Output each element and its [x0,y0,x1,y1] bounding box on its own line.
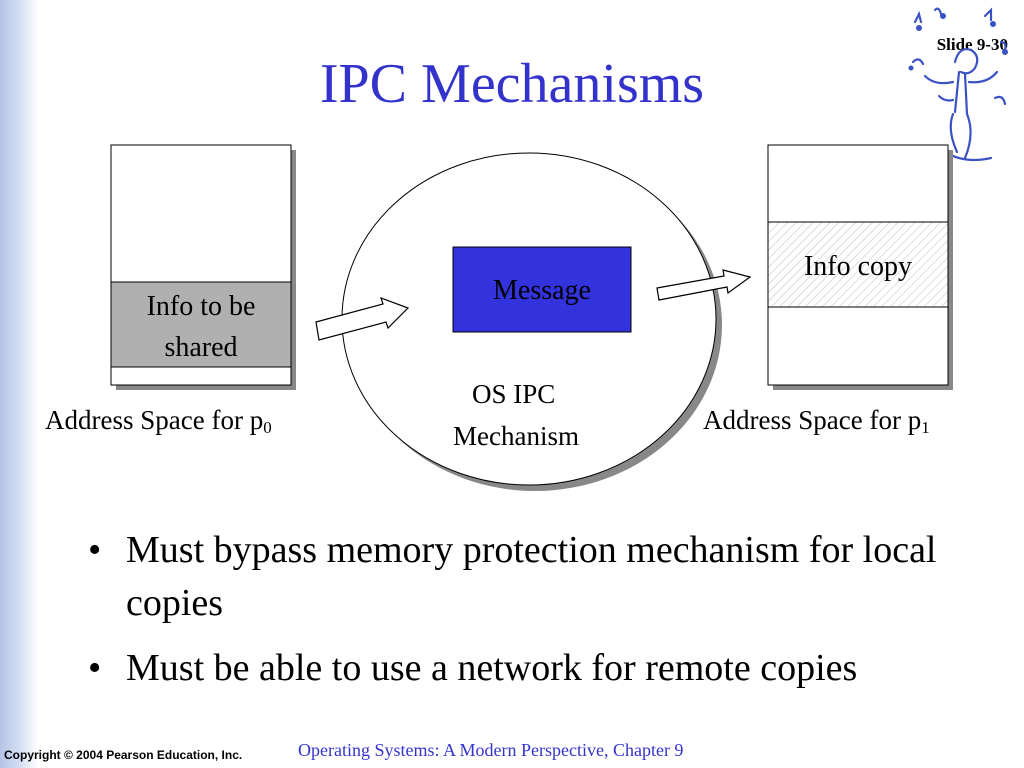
shared-info-region [110,281,292,368]
left-decorative-band [0,0,38,768]
left-address-space-box [110,144,296,390]
arrow-to-ipc-icon [315,297,410,341]
info-copy-label: Info copy [803,251,913,282]
address-space-p0-label: Address Space for p0 [45,405,272,437]
os-ipc-label-line1: OS IPC [472,379,556,409]
bullet-list: • Must bypass memory protection mechanis… [88,524,988,707]
os-ipc-label-line2: Mechanism [453,421,579,451]
mascot-illustration-icon [908,7,1008,162]
copyright-notice: Copyright © 2004 Pearson Education, Inc. [4,748,243,762]
shared-info-label: Info to be shared [146,291,256,363]
bullet-item: • Must be able to use a network for remo… [88,642,988,695]
slide-number: Slide 9-30 [936,35,1008,54]
right-address-space-box [767,144,953,390]
bullet-marker: • [88,529,102,571]
slide-title: IPC Mechanisms [319,53,705,115]
arrow-to-p1-icon [656,269,752,301]
course-footer: Operating Systems: A Modern Perspective,… [298,740,684,760]
message-label: Message [493,275,591,306]
info-copy-region [767,221,949,308]
bullet-marker: • [88,647,102,689]
message-box [452,246,632,333]
bullet-item: • Must bypass memory protection mechanis… [88,524,988,630]
address-space-p1-label: Address Space for p1 [703,405,930,437]
